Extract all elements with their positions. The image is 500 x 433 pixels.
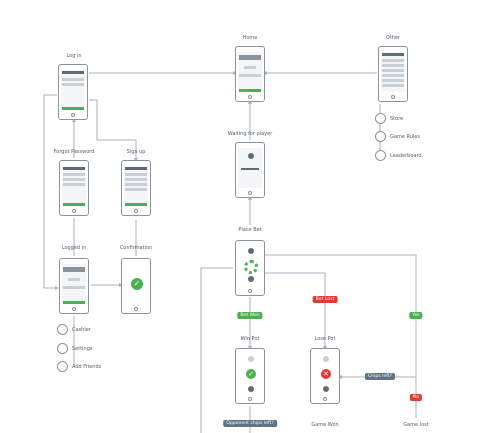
home-button-icon xyxy=(391,95,395,99)
home-button-icon xyxy=(248,191,252,195)
opponent-avatar-icon xyxy=(248,248,254,254)
screen-label-login: Log in xyxy=(66,53,82,59)
decision-yes: Yes xyxy=(409,312,423,319)
menu-node-leaderboard[interactable] xyxy=(375,150,386,161)
player-avatar-icon xyxy=(323,386,329,392)
menu-label-cashier: Cashier xyxy=(72,327,91,333)
screen-label-logged: Logged in xyxy=(61,245,87,251)
chips-icon xyxy=(244,260,258,274)
menu-label-add-friends: Add Friends xyxy=(72,364,102,370)
screen-label-home: Home xyxy=(242,35,258,41)
screen-label-win-pot: Win Pot xyxy=(240,336,260,342)
screen-label-confirmation: Confirmation xyxy=(119,245,153,251)
home-button-icon xyxy=(72,209,76,213)
phone-place-bet[interactable] xyxy=(235,240,265,296)
menu-node-cashier[interactable] xyxy=(57,324,68,335)
phone-win-pot[interactable]: ✓ xyxy=(235,348,265,404)
screen-label-forgot: Forgot Password xyxy=(53,149,95,155)
screen-label-game-lost: Game lost xyxy=(403,422,429,428)
phone-sign-up[interactable] xyxy=(121,160,151,216)
close-icon: ✕ xyxy=(321,369,331,379)
menu-label-game-rules: Game Rules xyxy=(390,134,420,140)
menu-label-leaderboard: Leaderboard xyxy=(390,153,422,159)
phone-lose-pot[interactable]: ✕ xyxy=(310,348,340,404)
phone-forgot-password[interactable] xyxy=(59,160,89,216)
opponent-avatar-icon xyxy=(248,356,254,362)
screen-label-other: Other xyxy=(385,35,401,41)
menu-node-add-friends[interactable] xyxy=(57,361,68,372)
phone-logged-in[interactable] xyxy=(59,258,89,314)
decision-opponent-chips: Opponent chips left? xyxy=(223,420,277,427)
home-button-icon xyxy=(134,209,138,213)
player-avatar-icon xyxy=(248,276,254,282)
home-button-icon xyxy=(248,397,252,401)
menu-node-game-rules[interactable] xyxy=(375,131,386,142)
decision-bet-won: Bet Won xyxy=(237,312,263,319)
phone-home[interactable] xyxy=(235,46,265,102)
menu-node-settings[interactable] xyxy=(57,343,68,354)
menu-node-store[interactable] xyxy=(375,113,386,124)
screen-label-signup: Sign up xyxy=(126,149,146,155)
home-button-icon xyxy=(72,307,76,311)
screen-label-game-won: Game Won xyxy=(311,422,339,428)
phone-other[interactable] xyxy=(378,46,408,102)
decision-chips-left: Chips left? xyxy=(364,373,396,380)
check-icon: ✓ xyxy=(131,278,143,290)
home-button-icon xyxy=(248,95,252,99)
screen-label-lose-pot: Lose Pot xyxy=(314,336,336,342)
decision-bet-lost: Bet Lost xyxy=(312,296,338,303)
phone-login[interactable] xyxy=(58,64,88,120)
avatar-icon xyxy=(248,153,254,159)
menu-label-store: Store xyxy=(390,116,404,122)
phone-waiting-for-player[interactable] xyxy=(235,142,265,198)
player-avatar-icon xyxy=(248,386,254,392)
home-button-icon xyxy=(248,289,252,293)
screen-label-place-bet: Place Bet xyxy=(238,227,262,233)
menu-label-settings: Settings xyxy=(72,346,93,352)
home-button-icon xyxy=(323,397,327,401)
home-button-icon xyxy=(71,113,75,117)
screen-label-waiting: Waiting for player xyxy=(227,131,273,137)
opponent-avatar-icon xyxy=(323,356,329,362)
phone-confirmation[interactable]: ✓ xyxy=(121,258,151,314)
decision-no: No xyxy=(409,394,423,401)
check-icon: ✓ xyxy=(246,369,256,379)
home-button-icon xyxy=(134,307,138,311)
